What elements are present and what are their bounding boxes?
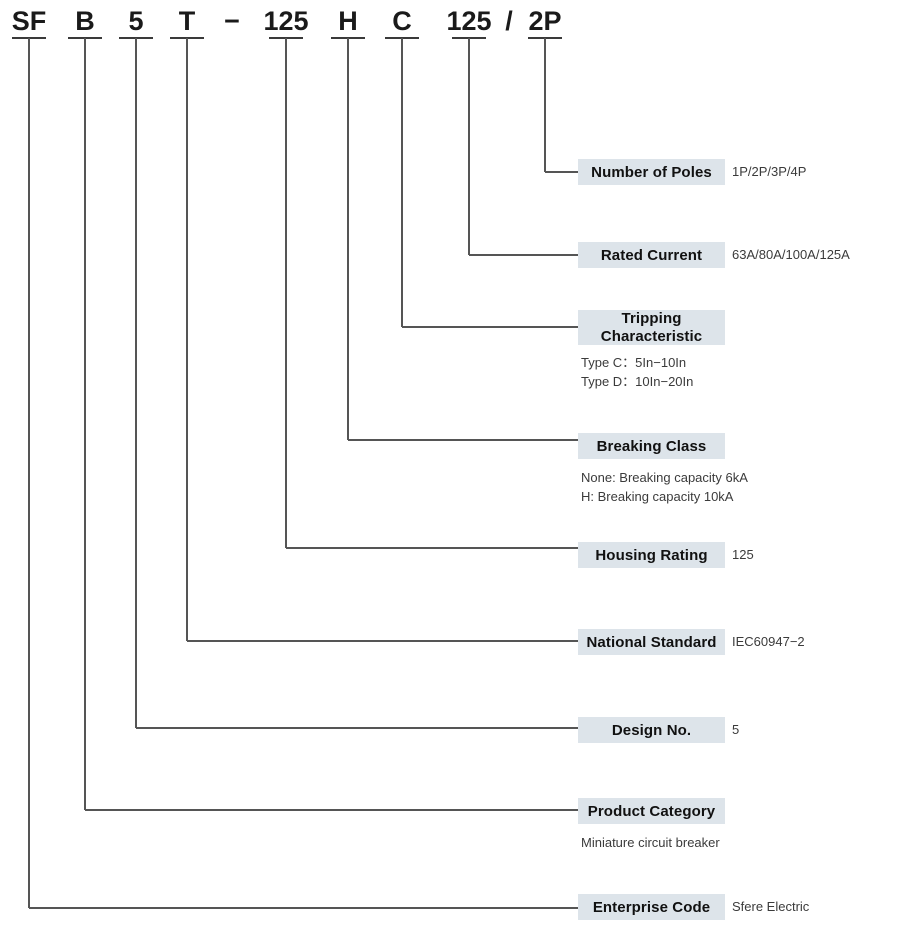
value-design-no: 5: [732, 722, 740, 737]
label-box-product-category: Product Category: [578, 798, 725, 824]
code-token-4: −: [224, 6, 240, 36]
value-housing-rating: 125: [732, 547, 754, 562]
code-token-6: H: [338, 6, 358, 36]
code-token-2: 5: [128, 6, 144, 36]
code-token-5: 125: [263, 6, 309, 36]
code-token-9: /: [505, 6, 513, 36]
value-number-of-poles: 1P/2P/3P/4P: [732, 164, 807, 179]
description-line: Miniature circuit breaker: [581, 835, 720, 850]
label-box-breaking-class: Breaking Class: [578, 433, 725, 459]
value-national-standard: IEC60947−2: [732, 634, 805, 649]
code-token-1: B: [75, 6, 95, 36]
description-line: Type D：10In−20In: [581, 374, 694, 389]
label-box-rated-current: Rated Current: [578, 242, 725, 268]
description-line: Type C：5In−10In: [581, 355, 687, 370]
label-line: Characteristic: [600, 327, 703, 345]
label-box-enterprise-code: Enterprise Code: [578, 894, 725, 920]
label-line: Tripping: [621, 309, 682, 327]
label-box-design-no: Design No.: [578, 717, 725, 743]
value-enterprise-code: Sfere Electric: [732, 899, 810, 914]
description-breaking-class: None: Breaking capacity 6kA H: Breaking c…: [581, 468, 748, 506]
code-token-7: C: [392, 6, 412, 36]
code-token-10: 2P: [528, 6, 562, 36]
description-product-category: Miniature circuit breaker: [581, 833, 720, 852]
description-line: None: Breaking capacity 6kA: [581, 470, 748, 485]
label-box-housing-rating: Housing Rating: [578, 542, 725, 568]
label-box-national-standard: National Standard: [578, 629, 725, 655]
label-box-number-of-poles: Number of Poles: [578, 159, 725, 185]
code-token-3: T: [178, 6, 196, 36]
code-token-8: 125: [446, 6, 492, 36]
description-line: H: Breaking capacity 10kA: [581, 489, 734, 504]
value-rated-current: 63A/80A/100A/125A: [732, 247, 850, 262]
code-token-0: SF: [11, 6, 47, 36]
